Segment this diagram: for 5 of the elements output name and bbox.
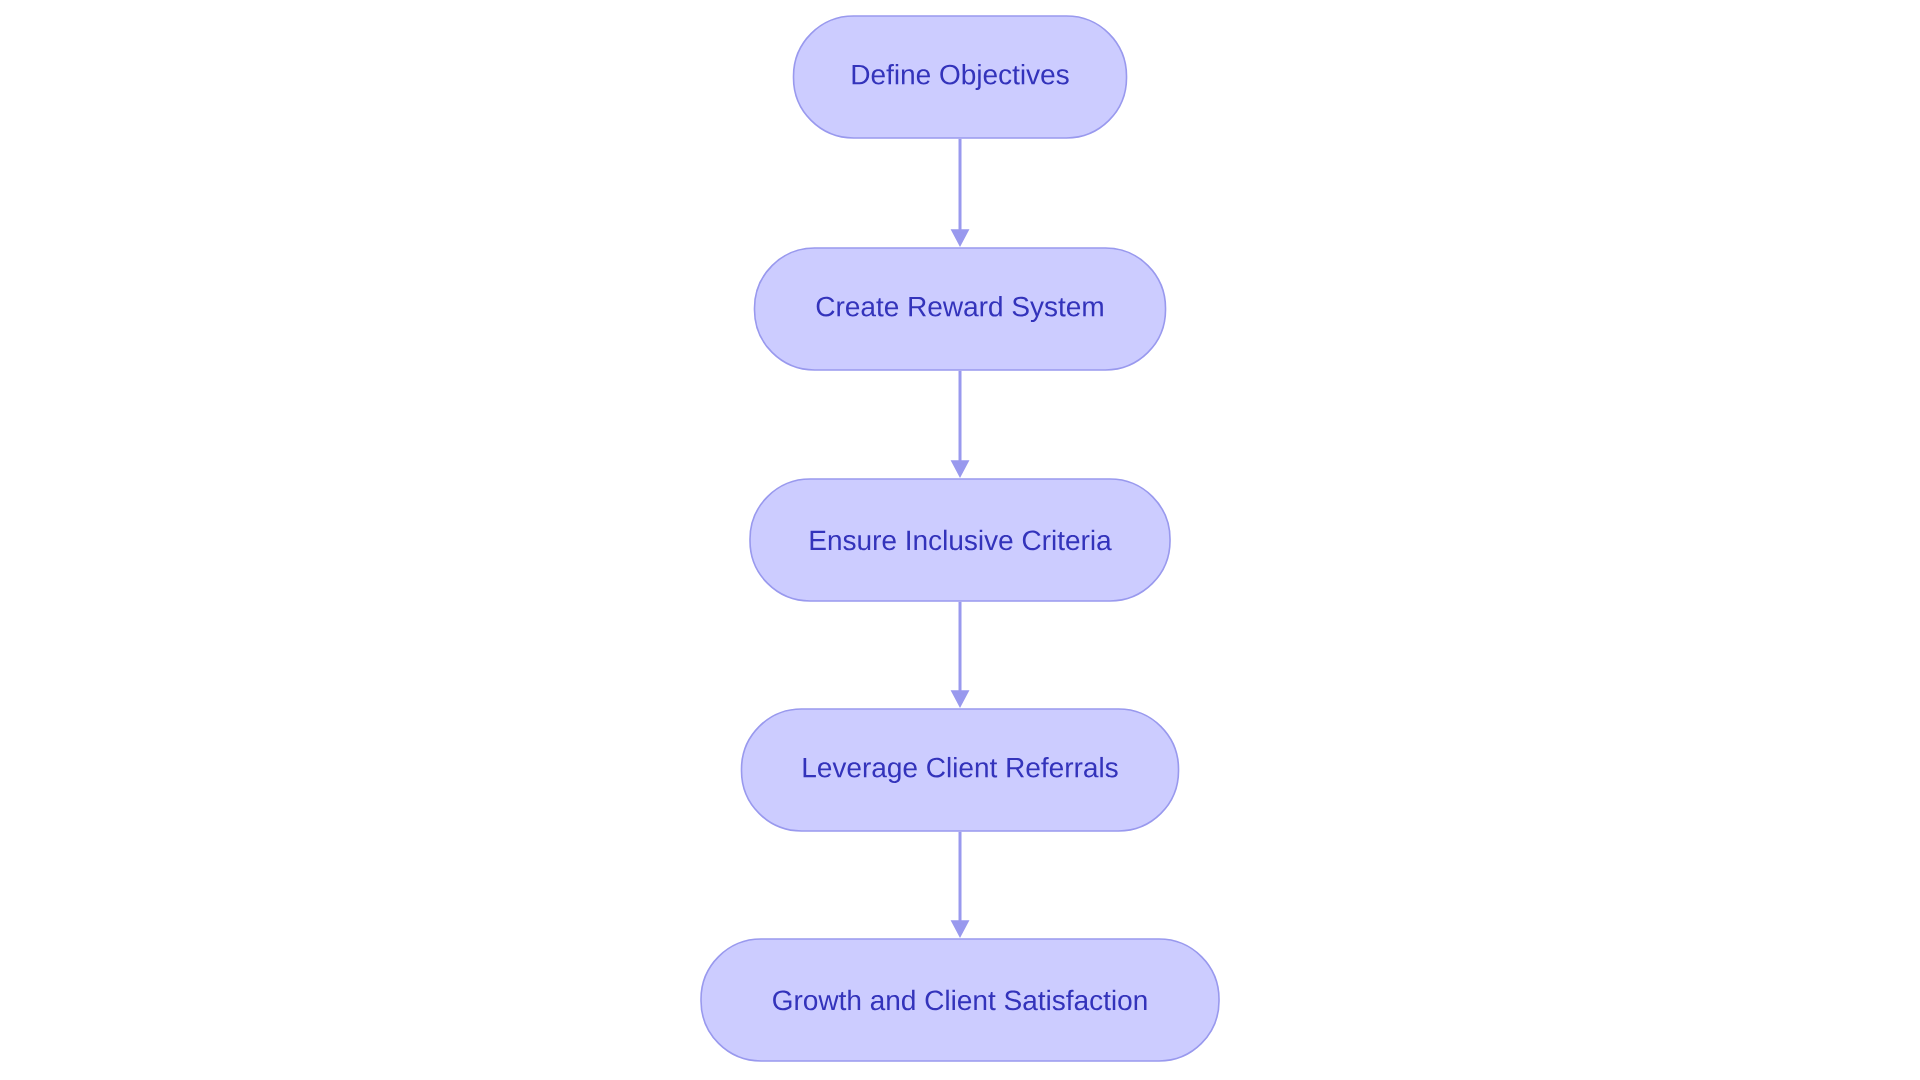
process-box: Define Objectives	[792, 15, 1128, 139]
process-box: Leverage Client Referrals	[740, 708, 1180, 832]
process-box: Ensure Inclusive Criteria	[749, 478, 1171, 602]
process-box: Growth and Client Satisfaction	[700, 938, 1220, 1062]
process-box: Create Reward System	[753, 247, 1167, 371]
